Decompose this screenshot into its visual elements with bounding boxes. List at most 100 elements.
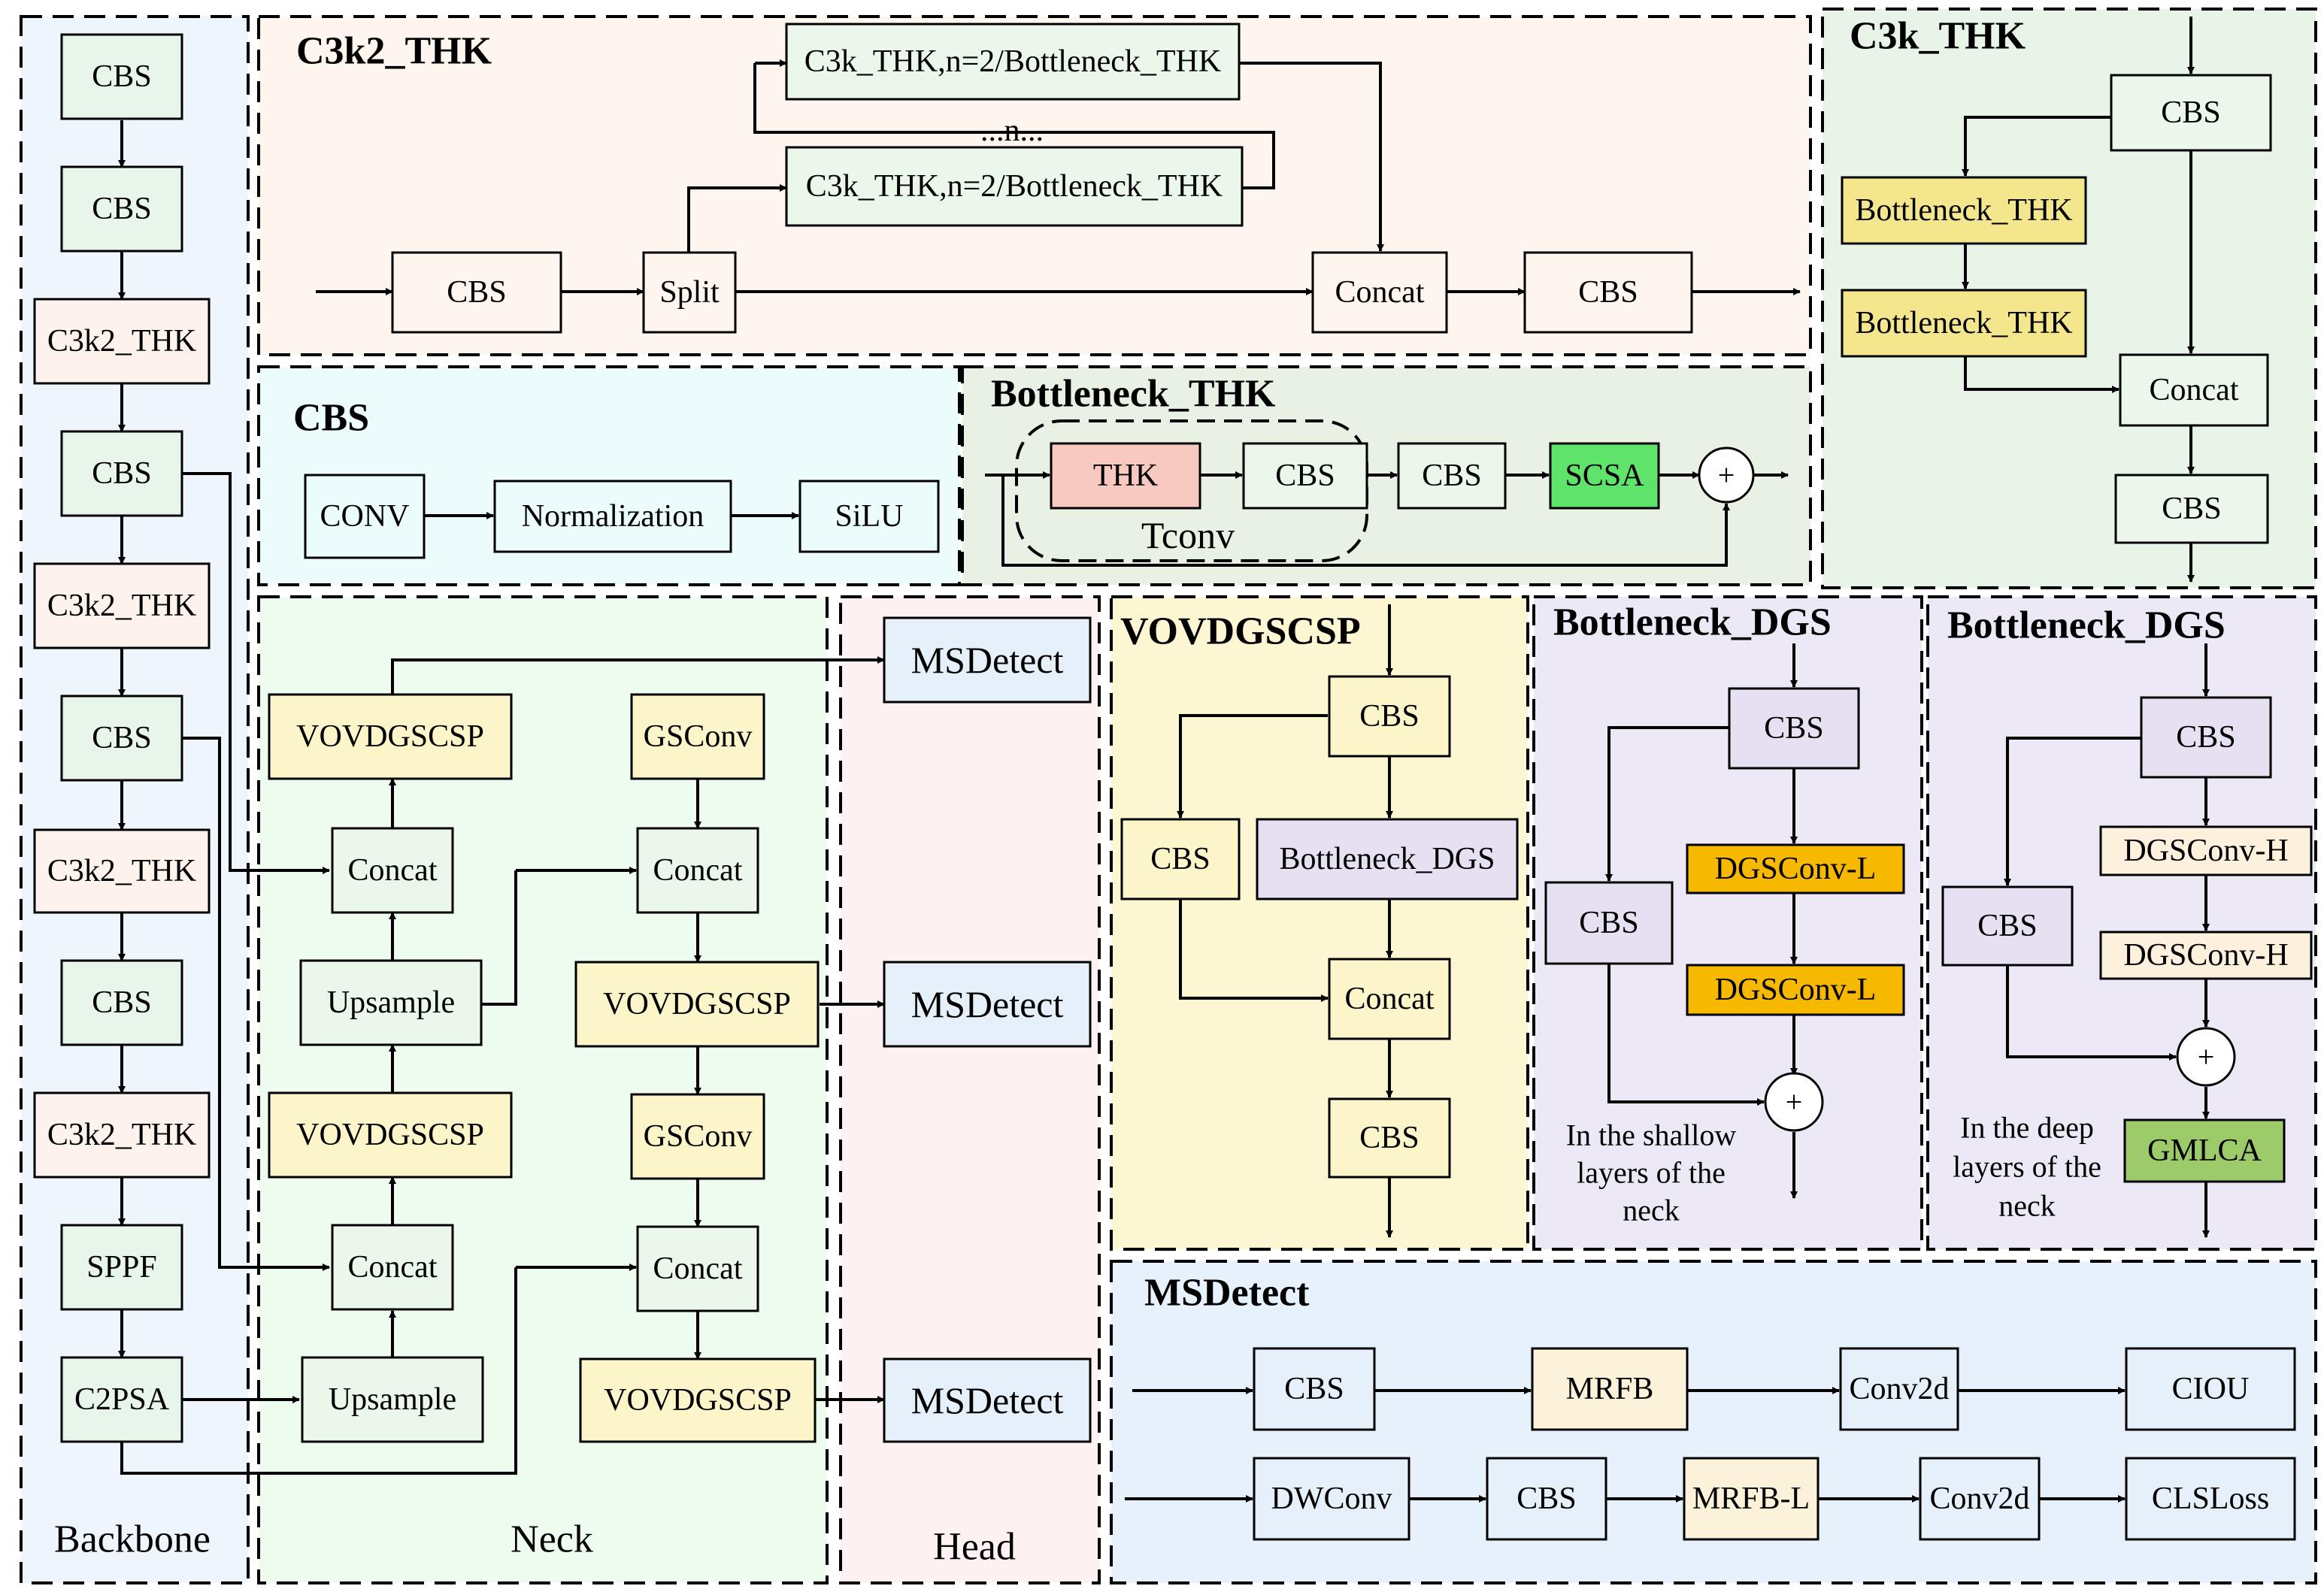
dgsh-note-line2: layers of the [1953, 1150, 2101, 1184]
nk-gsconv1-box[interactable] [630, 693, 765, 780]
nk-concat4-box[interactable] [636, 1225, 759, 1312]
c2-c3k-top-box[interactable] [785, 23, 1241, 101]
nk-vov1-box[interactable] [268, 693, 513, 780]
vov-concat-box[interactable] [1328, 958, 1451, 1040]
c2-c3k-bottom-label: C3k_THK,n=2/Bottleneck_THK [806, 169, 1223, 204]
hd-msdetect3-box[interactable] [883, 1357, 1092, 1443]
ms-mrfbl-box[interactable] [1683, 1457, 1820, 1541]
nk-concat2-box[interactable] [331, 1224, 454, 1311]
nk-concat1-box[interactable] [331, 827, 454, 914]
ms-clsloss-box[interactable] [2125, 1457, 2296, 1541]
c3k-thk-title: C3k_THK [1850, 15, 2026, 58]
dgsh-gmlca-label: GMLCA [2147, 1133, 2262, 1168]
vov-cbs-top-box[interactable] [1328, 675, 1451, 758]
ms-mrfb-box[interactable] [1531, 1347, 1689, 1431]
cbs-conv-label: CONV [320, 499, 409, 534]
c2-c3k-bottom-box[interactable] [785, 146, 1244, 227]
vov-cbs-top-label: CBS [1359, 699, 1419, 734]
bb-c3k2-1-box[interactable] [33, 298, 211, 385]
ck-bneck2-label: Bottleneck_THK [1855, 306, 2072, 340]
bt-cbs2-box[interactable] [1397, 442, 1507, 510]
c2-concat-box[interactable] [1311, 251, 1448, 334]
ms-mrfb-label: MRFB [1566, 1372, 1654, 1406]
ck-bneck2-box[interactable] [1841, 289, 2087, 358]
hd-msdetect2-box[interactable] [883, 961, 1092, 1048]
cbs-silu-box[interactable] [798, 480, 940, 553]
bottleneck-thk-nodes: THK CBS Tconv CBS SCSA + [1015, 419, 1755, 562]
dgsh-conv1-box[interactable] [2099, 825, 2313, 876]
nk-vov1-label: VOVDGSCSP [296, 719, 484, 754]
bb-cbs2-box[interactable] [60, 165, 183, 253]
dgsh-add-node [2176, 1027, 2236, 1087]
dgsh-cbs-left-box[interactable] [1941, 885, 2074, 967]
c2-split-box[interactable] [642, 251, 737, 334]
ms-ciou-box[interactable] [2125, 1347, 2296, 1431]
ck-cbs-top-label: CBS [2161, 95, 2220, 130]
vov-cbs-left-box[interactable] [1120, 818, 1241, 900]
backbone-region [20, 15, 250, 1584]
dgsl-note-line3: neck [1623, 1194, 1680, 1227]
ck-cbs-top-box[interactable] [2110, 74, 2272, 152]
cbs-norm-box[interactable] [493, 480, 732, 553]
bt-cbs1-box[interactable] [1242, 442, 1368, 510]
c2-concat-label: Concat [1335, 275, 1425, 310]
ck-bneck1-box[interactable] [1841, 176, 2087, 245]
dgsl-cbs-top-box[interactable] [1728, 687, 1860, 770]
c2-cbs-in-box[interactable] [391, 251, 562, 334]
ms-cbs1-box[interactable] [1253, 1347, 1376, 1431]
ms-ciou-label: CIOU [2172, 1372, 2250, 1406]
bottleneck-thk-title: Bottleneck_THK [991, 373, 1276, 416]
dgsl-cbs-left-box[interactable] [1544, 881, 1674, 965]
bb-c3k2-2-box[interactable] [33, 562, 211, 649]
vov-cbs-left-label: CBS [1150, 842, 1210, 876]
dgsh-gmlca-box[interactable] [2123, 1118, 2286, 1183]
vov-bneck-box[interactable] [1256, 818, 1519, 900]
hd-msdetect1-box[interactable] [883, 616, 1092, 704]
head-nodes: MSDetect MSDetect MSDetect [883, 616, 1092, 1443]
nk-concat3-box[interactable] [636, 827, 759, 914]
bb-c2psa-box[interactable] [60, 1356, 183, 1443]
bb-cbs3-label: CBS [92, 456, 151, 491]
dgsh-conv2-box[interactable] [2099, 931, 2313, 980]
c2-cbs-out-label: CBS [1578, 275, 1638, 310]
bottleneck-dgs-deep-title: Bottleneck_DGS [1947, 604, 2226, 647]
bt-scsa-box[interactable] [1549, 442, 1660, 510]
bb-cbs5-box[interactable] [60, 959, 183, 1046]
vov-cbs-bottom-label: CBS [1359, 1121, 1419, 1155]
nk-vov4-box[interactable] [579, 1357, 817, 1443]
c3k-thk-nodes: CBS Bottleneck_THK Bottleneck_THK Concat… [1841, 74, 2272, 544]
c2-cbs-out-box[interactable] [1523, 251, 1693, 334]
ms-dwconv-box[interactable] [1253, 1457, 1410, 1541]
ms-cbs2-box[interactable] [1486, 1457, 1607, 1541]
dgsl-conv2-box[interactable] [1686, 964, 1905, 1016]
bb-sppf-box[interactable] [60, 1224, 183, 1311]
ms-conv2d2-box[interactable] [1919, 1457, 2041, 1541]
dgsh-conv2-label: DGSConv-H [2123, 938, 2288, 973]
bb-c3k2-4-box[interactable] [33, 1091, 211, 1179]
ck-bneck1-label: Bottleneck_THK [1855, 193, 2072, 228]
bt-thk-box[interactable] [1050, 442, 1201, 510]
nk-gsconv2-box[interactable] [630, 1093, 765, 1180]
nk-vov2-box[interactable] [268, 1091, 513, 1179]
bb-cbs4-box[interactable] [60, 695, 183, 782]
nk-upsample1-box[interactable] [299, 959, 483, 1046]
bb-c3k2-3-box[interactable] [33, 828, 211, 914]
vov-cbs-bottom-box[interactable] [1328, 1097, 1451, 1179]
ms-cbs2-label: CBS [1517, 1482, 1576, 1516]
bb-c3k2-2-label: C3k2_THK [47, 589, 196, 623]
nk-upsample2-box[interactable] [301, 1356, 484, 1443]
bb-cbs1-box[interactable] [60, 33, 183, 120]
nk-vov3-box[interactable] [574, 961, 820, 1048]
dgsl-conv1-box[interactable] [1686, 843, 1905, 894]
ck-concat-box[interactable] [2119, 353, 2269, 427]
ms-conv2d1-box[interactable] [1839, 1347, 1959, 1431]
cbs-conv-box[interactable] [304, 474, 426, 559]
dgsl-add-node [1764, 1072, 1824, 1132]
msdetect-title: MSDetect [1144, 1272, 1310, 1315]
ck-cbs-bottom-box[interactable] [2114, 474, 2269, 544]
nk-concat3-label: Concat [653, 853, 743, 888]
dgsh-cbs-top-box[interactable] [2140, 696, 2272, 779]
bb-cbs3-box[interactable] [60, 430, 183, 517]
ms-cbs1-label: CBS [1284, 1372, 1344, 1406]
